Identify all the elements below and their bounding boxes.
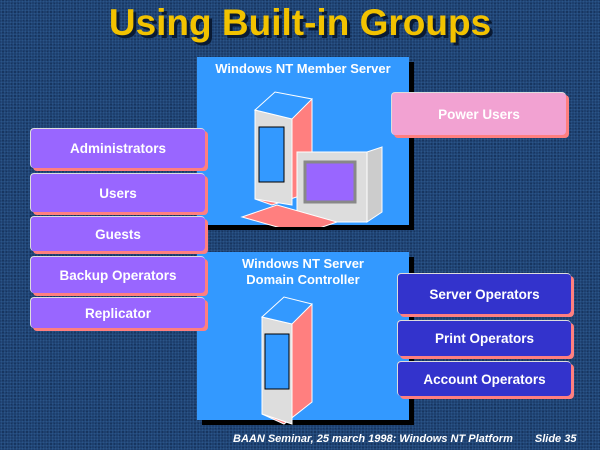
group-users[interactable]: Users [30,173,205,212]
footer-text: BAAN Seminar, 25 march 1998: Windows NT … [233,433,513,445]
server-tower-icon [260,296,313,425]
group-print-operators[interactable]: Print Operators [397,320,571,356]
domain-controller-label-line2: Domain Controller [246,272,360,287]
slide-number: Slide 35 [534,433,577,445]
group-guests[interactable]: Guests [30,216,205,251]
slide-title: Using Built-in Groups [108,2,492,43]
group-server-operators[interactable]: Server Operators [397,273,571,314]
domain-controller-label-line1: Windows NT Server [242,256,364,271]
member-server-panel: Windows NT Member Server [197,57,409,227]
group-backup-operators[interactable]: Backup Operators [30,256,205,293]
group-account-operators[interactable]: Account Operators [397,361,571,396]
group-power-users[interactable]: Power Users [391,92,566,135]
group-replicator[interactable]: Replicator [30,297,205,328]
member-server-label: Windows NT Member Server [215,61,391,76]
footer: BAAN Seminar, 25 march 1998: Windows NT … [233,433,576,445]
group-administrators[interactable]: Administrators [30,128,205,168]
workstation-icon [240,91,383,227]
domain-controller-panel: Windows NT Server Domain Controller [197,252,409,425]
